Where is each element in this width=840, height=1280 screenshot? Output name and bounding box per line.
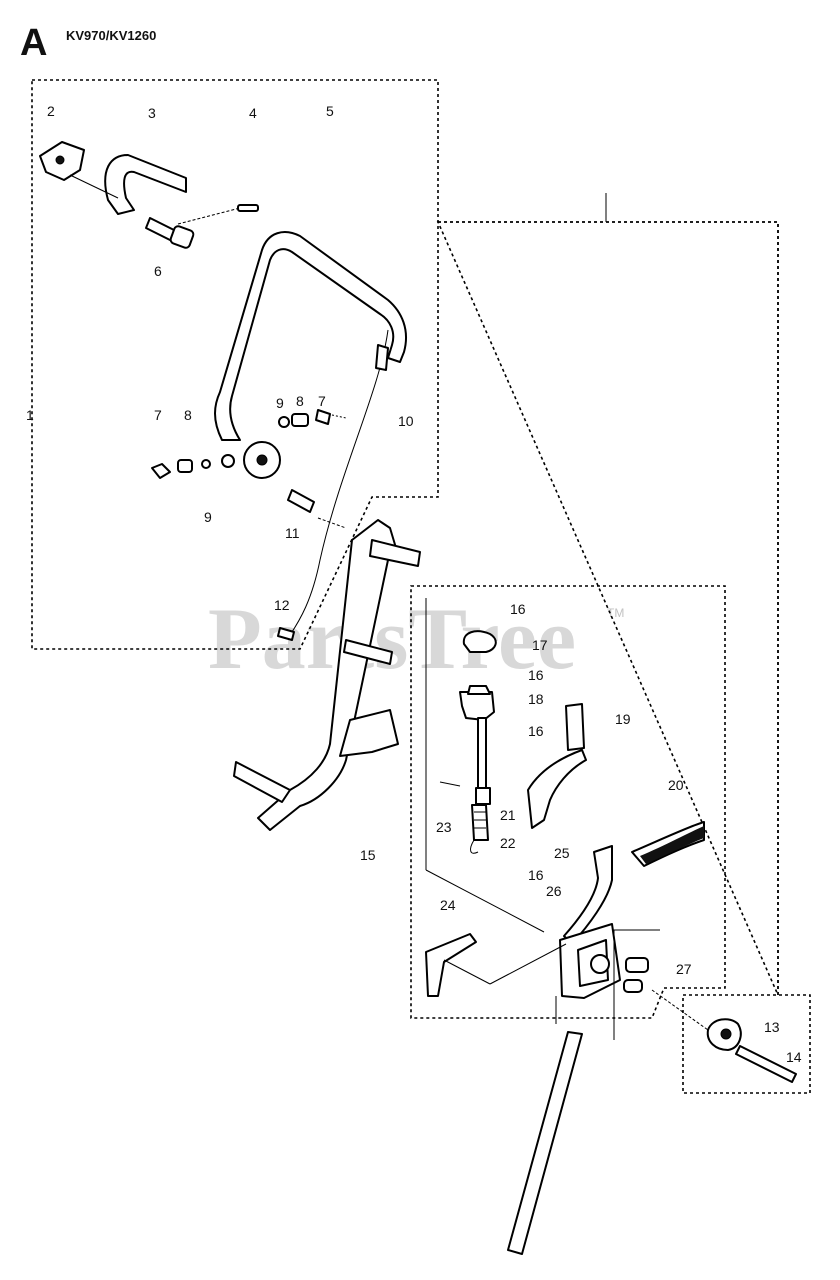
lever-box <box>410 585 726 1019</box>
callout-17: 17 <box>532 637 548 653</box>
callout-2: 2 <box>47 103 55 119</box>
part-12-clip <box>277 627 295 641</box>
callout-labels: 2 3 4 5 6 7 8 9 7 8 9 10 1 11 12 15 16 1… <box>26 103 802 1065</box>
part-1-handle <box>214 231 407 441</box>
callout-16-c: 16 <box>528 723 544 739</box>
callout-16-d: 16 <box>528 867 544 883</box>
callout-22: 22 <box>500 835 516 851</box>
part-2-bracket <box>39 141 85 181</box>
leader-4 <box>177 207 241 225</box>
callout-21: 21 <box>500 807 516 823</box>
callout-8-left: 8 <box>184 407 192 423</box>
callout-16-b: 16 <box>528 667 544 683</box>
section-letter: A <box>20 22 48 64</box>
callout-1: 1 <box>26 407 34 423</box>
callout-3: 3 <box>148 105 156 121</box>
leader-13 <box>651 989 709 1031</box>
part-24-plate <box>425 933 477 997</box>
callout-26: 26 <box>546 883 562 899</box>
leader-24 <box>443 959 491 985</box>
callout-13: 13 <box>764 1019 780 1035</box>
callout-9-lower: 9 <box>204 509 212 525</box>
part-rod-lower <box>507 1031 583 1255</box>
model-label: KV970/KV1260 <box>66 28 157 43</box>
part-6-bolt <box>145 217 195 249</box>
leader-2 <box>69 174 119 199</box>
part-11-hub <box>243 441 315 513</box>
callout-18: 18 <box>528 691 544 707</box>
part-4-pin <box>237 204 259 212</box>
callout-6: 6 <box>154 263 162 279</box>
leader-lever-diag <box>425 869 545 933</box>
upper-handle-box <box>31 79 439 650</box>
callout-11: 11 <box>285 525 300 541</box>
callout-27: 27 <box>676 961 692 977</box>
part-21-arc <box>527 749 587 829</box>
part-22-spring <box>470 804 489 854</box>
hardware-left <box>151 454 235 479</box>
callout-20: 20 <box>668 777 684 793</box>
hardware-right <box>278 409 331 428</box>
part-13-knob <box>706 1018 742 1051</box>
part-rod <box>475 717 491 805</box>
part-14-bolt <box>735 1045 797 1083</box>
callout-25: 25 <box>554 845 570 861</box>
handle-knob-box <box>682 994 811 1094</box>
leader-11 <box>317 517 347 529</box>
part-18-housing <box>459 685 495 721</box>
callout-15: 15 <box>360 847 376 863</box>
part-10-cable <box>289 329 389 636</box>
callout-24: 24 <box>440 897 456 913</box>
callout-16-top: 16 <box>510 601 526 617</box>
part-19-bracket <box>565 703 585 751</box>
callout-9-upper: 9 <box>276 395 284 411</box>
callout-7-right: 7 <box>318 393 326 409</box>
callout-12: 12 <box>274 597 290 613</box>
leader-24b <box>489 943 567 985</box>
part-3-hook <box>104 154 187 215</box>
part-quadrant <box>559 923 621 999</box>
callout-10: 10 <box>398 413 414 429</box>
leader-7 <box>331 414 347 419</box>
watermark: PartsTree <box>208 591 576 688</box>
callout-4: 4 <box>249 105 257 121</box>
callout-14: 14 <box>786 1049 802 1065</box>
part-15-frame <box>233 519 421 831</box>
part-20-guard <box>631 821 705 867</box>
callout-19: 19 <box>615 711 631 727</box>
callout-23: 23 <box>436 819 452 835</box>
callout-7-left: 7 <box>154 407 162 423</box>
part-23-pin <box>439 781 461 787</box>
callout-8-right: 8 <box>296 393 304 409</box>
part-17-knob <box>462 630 497 653</box>
part-27-bolt <box>623 957 649 993</box>
callout-5: 5 <box>326 103 334 119</box>
